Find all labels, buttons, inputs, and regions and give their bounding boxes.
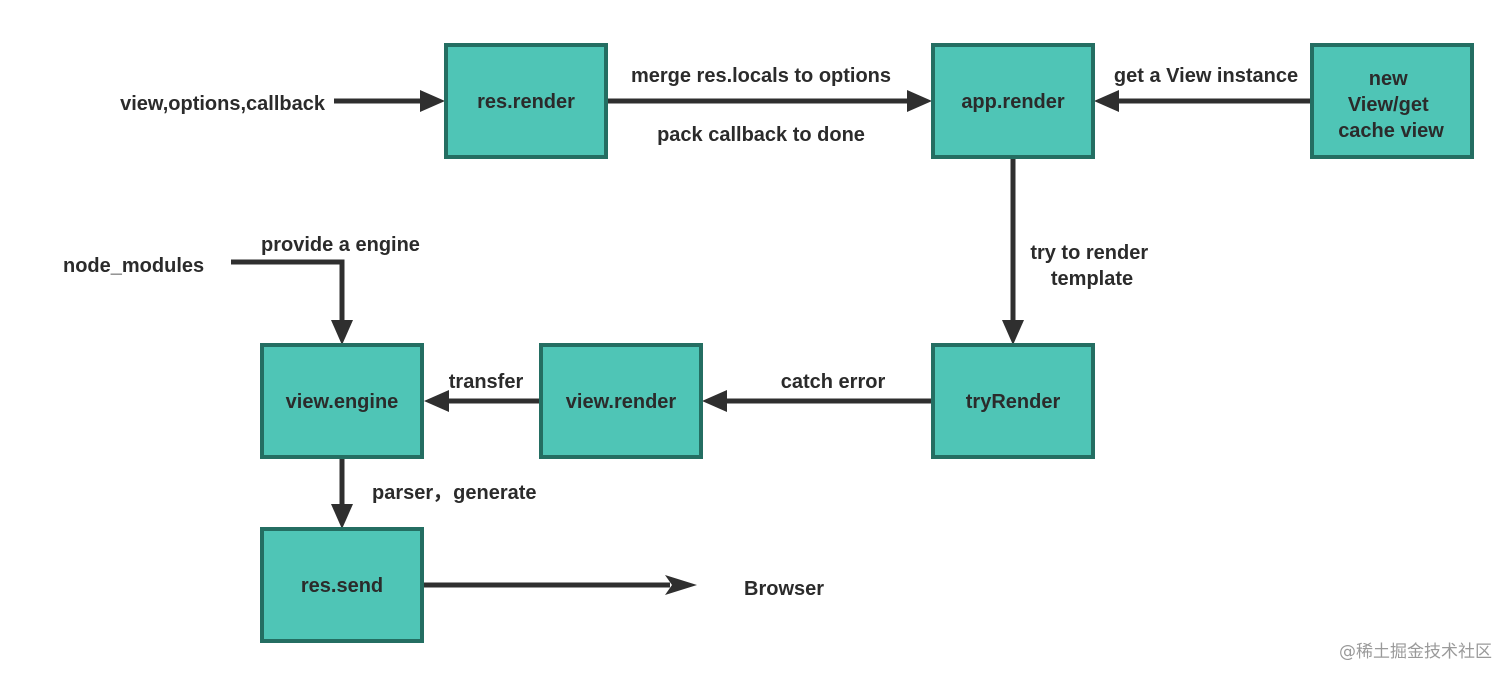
label-input: view,options,callback: [120, 93, 326, 115]
node-new-view-label: new View/get cache view: [1338, 68, 1444, 142]
node-res-render-label: res.render: [477, 91, 575, 113]
node-res-send-label: res.send: [301, 575, 383, 597]
node-new-view: new View/get cache view: [1310, 43, 1474, 159]
arrowhead-res-render: [420, 90, 445, 112]
node-app-render-label: app.render: [961, 91, 1065, 113]
arrowhead-app-render-left: [907, 90, 932, 112]
node-new-view-line-3: cache view: [1338, 120, 1444, 142]
edges: [231, 90, 1311, 595]
arrowhead-browser: [665, 575, 697, 595]
node-new-view-line-1: new: [1369, 68, 1408, 90]
node-view-engine: view.engine: [260, 343, 424, 459]
watermark: @稀土掘金技术社区: [1339, 642, 1492, 662]
label-browser: Browser: [744, 578, 824, 600]
node-view-render: view.render: [539, 343, 703, 459]
node-res-send: res.send: [260, 527, 424, 643]
arrowhead-view-engine-left: [424, 390, 449, 412]
label-merge: merge res.locals to options: [631, 65, 891, 87]
node-res-render: res.render: [444, 43, 608, 159]
arrowhead-view-engine-top: [331, 320, 353, 345]
node-app-render: app.render: [931, 43, 1095, 159]
label-transfer: transfer: [449, 371, 524, 393]
label-parser-generate: parser，generate: [372, 482, 537, 504]
labels: view,options,callback merge res.locals t…: [63, 65, 1298, 600]
label-provide-engine: provide a engine: [261, 234, 420, 256]
node-try-render-label: tryRender: [966, 391, 1061, 413]
arrowhead-app-render-right: [1094, 90, 1119, 112]
arrowhead-res-send: [331, 504, 353, 529]
label-node-modules: node_modules: [63, 255, 204, 277]
node-try-render: tryRender: [931, 343, 1095, 459]
label-try-template: try to render template: [1030, 242, 1153, 290]
label-catch-error: catch error: [781, 371, 886, 393]
edge-node-modules-to-view-engine: [231, 259, 345, 322]
node-new-view-line-2: View/get: [1348, 94, 1429, 116]
arrowhead-try-render: [1002, 320, 1024, 345]
node-view-engine-label: view.engine: [286, 391, 399, 413]
label-try-template-line-2: template: [1051, 268, 1133, 290]
label-pack: pack callback to done: [657, 124, 865, 146]
node-view-render-label: view.render: [566, 391, 677, 413]
label-get-view: get a View instance: [1114, 65, 1298, 87]
arrowhead-view-render: [702, 390, 727, 412]
label-try-template-line-1: try to render: [1030, 242, 1148, 264]
